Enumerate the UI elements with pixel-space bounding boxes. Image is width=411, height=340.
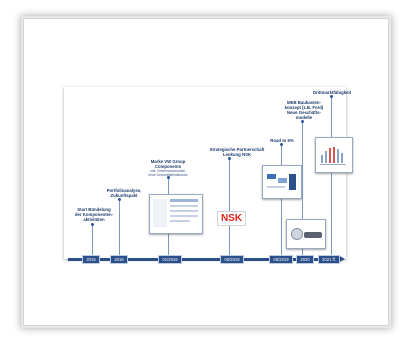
year-2015: 2015 [82,255,100,264]
milestone-052019-stem [229,159,230,255]
milestone-052019-dot [228,157,231,160]
year-2021: 2021 ff. [318,255,340,264]
year-2020: 2020 [296,255,314,264]
milestone-052019-title: Strategische Partnerschaft Lenkung NSK [209,147,265,157]
milestone-2020-title: MEB Baukasten- konzept (z.B. Ford) Neue … [284,100,324,120]
milestone-012019-subtitle: inkl. Governancemodell, neue Geschäftsfe… [148,169,188,177]
milestone-062019-stem [281,145,282,255]
meb-platform-thumbnail [286,219,326,249]
nsk-logo: NSK [217,211,246,226]
timeline-segment [68,258,340,261]
year-012019: 01/2019 [158,255,182,264]
milestone-012019-dot [167,176,170,179]
vw-components-thumbnail [149,194,203,234]
year-062019: 06/2019 [269,255,293,264]
milestone-2021-title: Drittmarktfähigkeit [312,90,352,95]
milestone-2021-stem [331,97,332,255]
milestone-2016-dot [118,198,121,201]
milestone-2020-stem [302,122,303,255]
milestone-2021-dot [330,95,333,98]
third-market-thumbnail [315,137,353,173]
milestone-2016-stem [119,200,120,255]
year-2016: 2016 [110,255,128,264]
milestone-2015-stem [92,225,93,255]
milestone-2015-title: Start Bündelung der Komponenten- aktivit… [74,207,114,222]
milestone-2016-title: Portfolioanalyse, Zukunftspakt [106,188,142,198]
milestone-2020-dot [301,120,304,123]
year-052019: 05/2019 [220,255,244,264]
milestone-062019-dot [280,143,283,146]
milestone-062019-title: Road to 6% [270,138,294,143]
timeline-bar: 2015 2016 01/2019 05/2019 06/2019 2020 2… [68,255,346,264]
road-to-6-thumbnail [262,165,302,199]
milestone-012019-title: Marke VW Group Components [150,159,186,169]
milestone-2015-dot [91,223,94,226]
timeline-slide: Start Bündelung der Komponenten- aktivit… [64,87,353,264]
timeline-arrow-icon [338,255,345,263]
